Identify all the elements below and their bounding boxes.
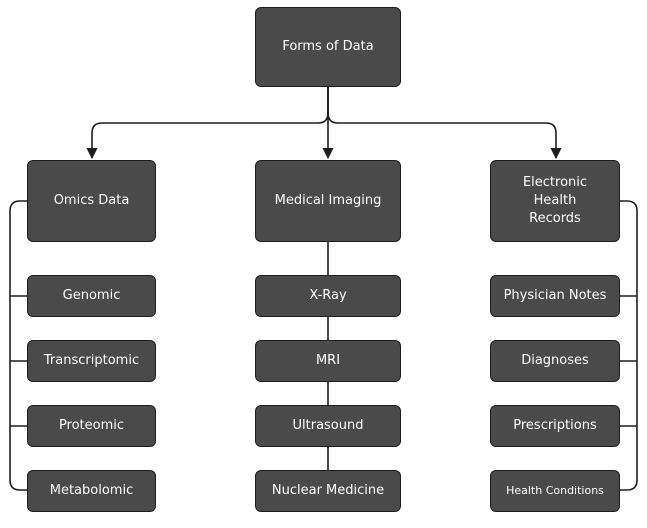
root-to-ehr-arrow xyxy=(327,87,562,160)
root-node-forms-of-data: Forms of Data xyxy=(255,7,401,87)
category-node-electronic-health-records: Electronic Health Records xyxy=(490,160,620,242)
leaf-node-genomic: Genomic xyxy=(27,275,156,317)
leaf-node-diagnoses: Diagnoses xyxy=(490,340,620,382)
leaf-node-health-conditions: Health Conditions xyxy=(490,470,620,512)
leaf-node-proteomic: Proteomic xyxy=(27,405,156,447)
leaf-node-x-ray: X-Ray xyxy=(255,275,401,317)
leaf-node-prescriptions: Prescriptions xyxy=(490,405,620,447)
leaf-node-transcriptomic: Transcriptomic xyxy=(27,340,156,382)
category-node-medical-imaging: Medical Imaging xyxy=(255,160,401,242)
leaf-node-metabolomic: Metabolomic xyxy=(27,470,156,512)
leaf-node-physician-notes: Physician Notes xyxy=(490,275,620,317)
category-node-omics-data: Omics Data xyxy=(27,160,156,242)
leaf-node-ultrasound: Ultrasound xyxy=(255,405,401,447)
leaf-node-mri: MRI xyxy=(255,340,401,382)
ehr-bracket-line xyxy=(620,200,638,491)
leaf-node-nuclear-medicine: Nuclear Medicine xyxy=(255,470,401,512)
root-to-omics-arrow xyxy=(86,87,329,160)
omics-bracket-line xyxy=(9,200,27,491)
